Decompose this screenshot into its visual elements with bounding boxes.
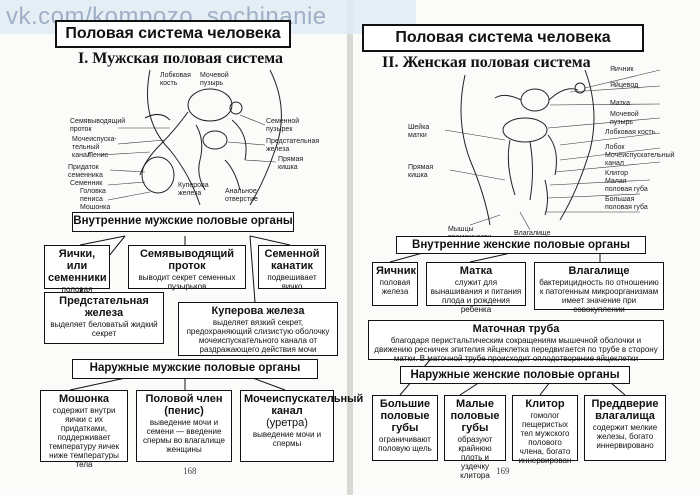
male-anatomy-illustration <box>139 69 282 206</box>
page-number-left: 168 <box>183 466 197 476</box>
label-big-lip: Большая половая губа <box>605 196 648 211</box>
book-spine <box>347 0 353 495</box>
internal-male-band: Внутренние мужские половые органы <box>72 212 294 232</box>
label-scrotum: Мошонка <box>80 204 111 211</box>
label-pubic-bone-f: Лобковая кость <box>605 129 656 136</box>
label-prostate: Предстательная железа <box>266 138 320 153</box>
section-subtitle: I. Мужская половая система <box>78 50 284 67</box>
label-uterus: Матка <box>610 100 630 107</box>
label-glans: Головка пениса <box>80 188 106 203</box>
external-male-band: Наружные мужские половые органы <box>72 359 318 379</box>
label-small-lip: Малая половая губа <box>605 178 648 193</box>
label-rectum: Прямая кишка <box>278 156 304 171</box>
female-anatomy-illustration <box>460 69 595 226</box>
label-anus: Анальное отверстие <box>225 188 258 203</box>
label-urethra: Мочеиспуска- тельный канал <box>72 136 117 159</box>
label-testis: Семенник <box>70 180 103 187</box>
page-number-right: 169 <box>496 466 510 476</box>
label-vas-deferens: Семявыводящий проток <box>70 118 126 133</box>
label-penis: Пенис <box>88 152 109 159</box>
label-bladder: Мочевой пузырь <box>200 72 229 87</box>
label-epididymis: Придаток семенника <box>68 164 103 179</box>
label-urethra-f: Мочеиспускательный канал <box>605 152 675 167</box>
label-clitoris: Клитор <box>605 170 628 177</box>
box-penis: Половой член (пенис)выведение мочи и сем… <box>136 390 232 462</box>
section-subtitle-right: II. Женская половая система <box>382 54 591 71</box>
box-urethra: Мочеиспускательный канал(уретра)выведени… <box>240 390 363 462</box>
label-oviduct: Яйцевод <box>610 82 639 89</box>
label-vagina: Влагалище <box>514 230 551 237</box>
label-cervix: Шейка матки <box>408 124 430 139</box>
internal-female-band: Внутренние женские половые органы <box>396 236 646 254</box>
label-bladder-f: Мочевой пузырь <box>610 111 639 126</box>
page-title-right: Половая система человека <box>362 24 644 52</box>
label-ovary: Яичник <box>610 66 634 73</box>
label-seminal-vesicle: Семенной пузырек <box>266 118 300 133</box>
external-female-band: Наружные женские половые органы <box>400 366 630 384</box>
label-cowper: Куперова железа <box>178 182 209 197</box>
label-pubic-bone: Лобковая кость <box>160 72 191 87</box>
label-rectum-f: Прямая кишка <box>408 164 434 179</box>
label-pubis: Лобок <box>605 144 625 151</box>
page-title: Половая система человека <box>55 20 291 48</box>
